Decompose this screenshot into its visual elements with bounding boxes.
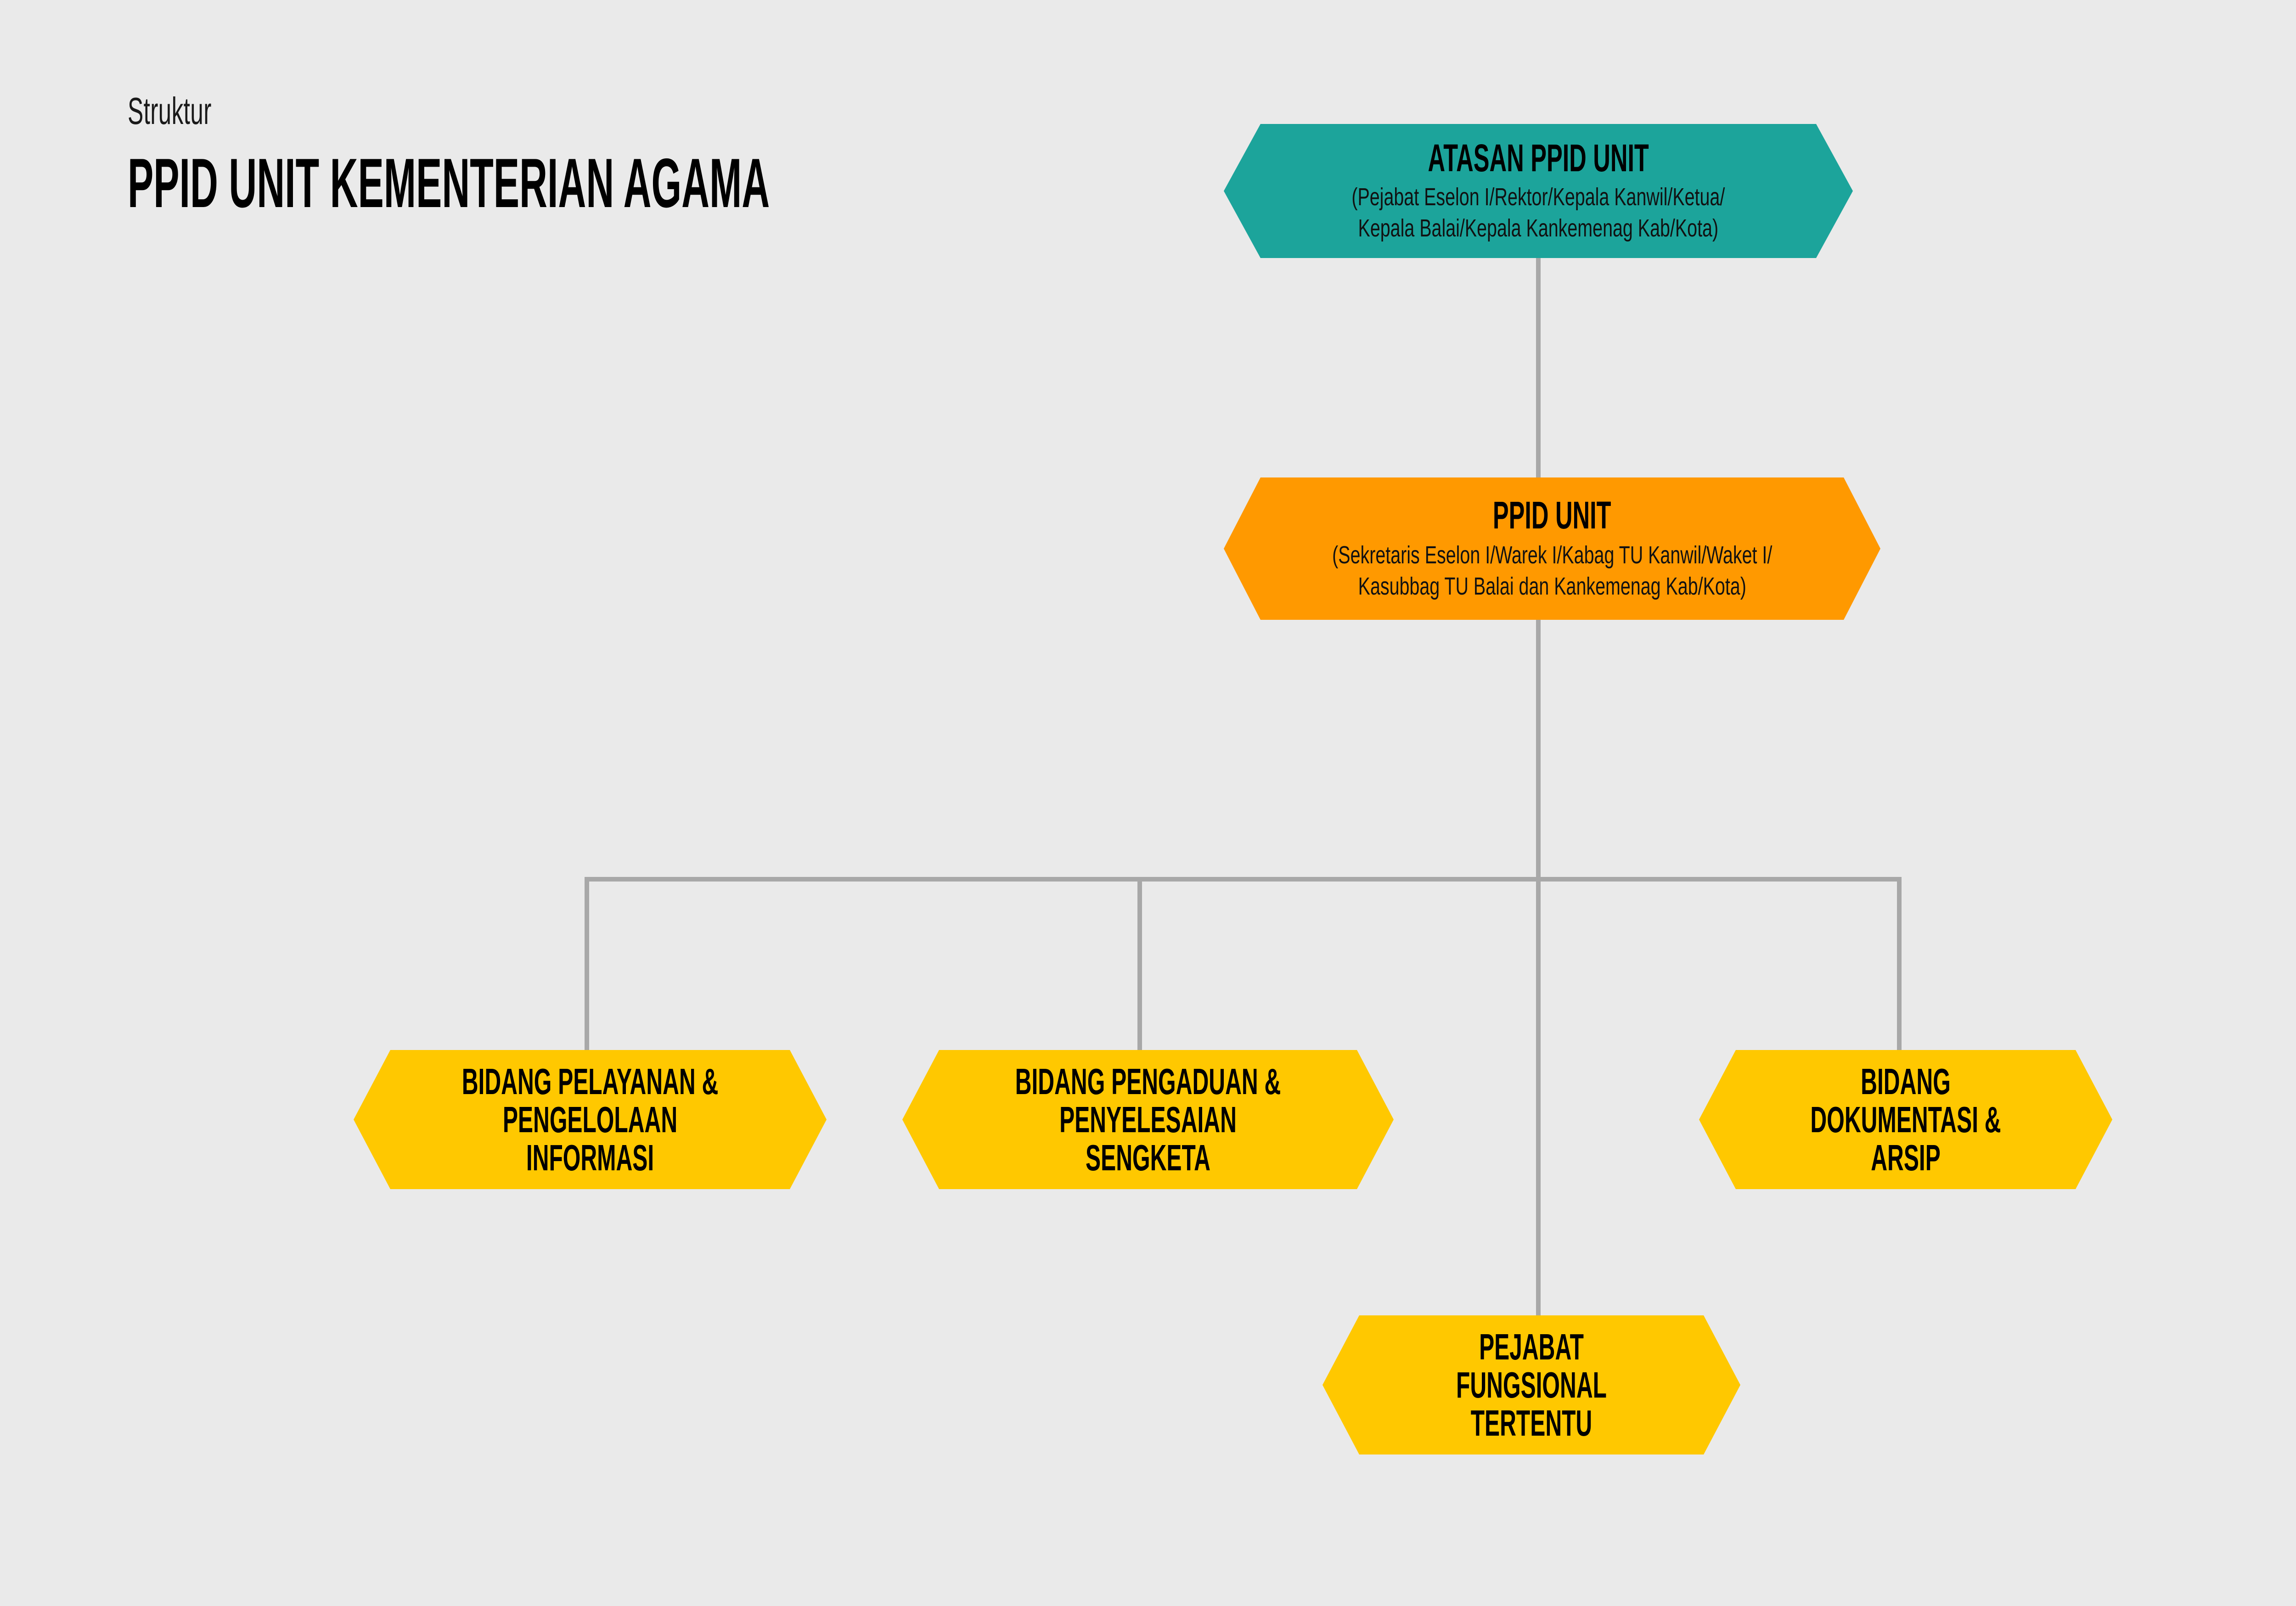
node-atasan-title: ATASAN PPID UNIT xyxy=(1428,136,1649,180)
node-bidang-pelayanan-title: BIDANG PELAYANAN & PENGELOLAAN INFORMASI xyxy=(461,1061,719,1179)
node-bidang-pengaduan-penyelesaian-sengketa[interactable]: BIDANG PENGADUAN & PENYELESAIAN SENGKETA xyxy=(902,1050,1394,1189)
node-atasan-ppid-unit[interactable]: ATASAN PPID UNIT (Pejabat Eselon I/Rekto… xyxy=(1224,124,1853,258)
node-bidang-pengaduan-title: BIDANG PENGADUAN & PENYELESAIAN SENGKETA xyxy=(1015,1061,1281,1179)
node-atasan-subtitle: (Pejabat Eselon I/Rektor/Kepala Kanwil/K… xyxy=(1351,183,1725,242)
connector-drop-dokumentasi xyxy=(1897,877,1902,1052)
heading-block: Struktur PPID UNIT KEMENTERIAN AGAMA xyxy=(128,92,1138,218)
connector-drop-pelayanan xyxy=(585,877,589,1052)
eyebrow-label: Struktur xyxy=(128,90,212,132)
node-bidang-dokumentasi-arsip[interactable]: BIDANG DOKUMENTASI & ARSIP xyxy=(1699,1050,2112,1189)
node-ppid-unit-subtitle: (Sekretaris Eselon I/Warek I/Kabag TU Ka… xyxy=(1332,541,1773,600)
connector-drop-pengaduan xyxy=(1137,877,1142,1052)
connector-atasan-to-ppid xyxy=(1536,258,1541,478)
node-pejabat-fungsional-tertentu[interactable]: PEJABAT FUNGSIONAL TERTENTU xyxy=(1322,1315,1740,1454)
connector-drop-pejabat-fungsional xyxy=(1536,877,1541,1318)
connector-horizontal-bus xyxy=(585,877,1902,882)
node-pejabat-fungsional-title: PEJABAT FUNGSIONAL TERTENTU xyxy=(1456,1326,1607,1444)
node-bidang-pelayanan-pengelolaan-informasi[interactable]: BIDANG PELAYANAN & PENGELOLAAN INFORMASI xyxy=(354,1050,827,1189)
node-bidang-dokumentasi-title: BIDANG DOKUMENTASI & ARSIP xyxy=(1810,1061,2001,1179)
node-ppid-unit-title: PPID UNIT xyxy=(1493,494,1611,537)
node-ppid-unit[interactable]: PPID UNIT (Sekretaris Eselon I/Warek I/K… xyxy=(1224,477,1880,620)
page-title: PPID UNIT KEMENTERIAN AGAMA xyxy=(128,144,770,222)
connector-ppid-trunk xyxy=(1536,620,1541,882)
